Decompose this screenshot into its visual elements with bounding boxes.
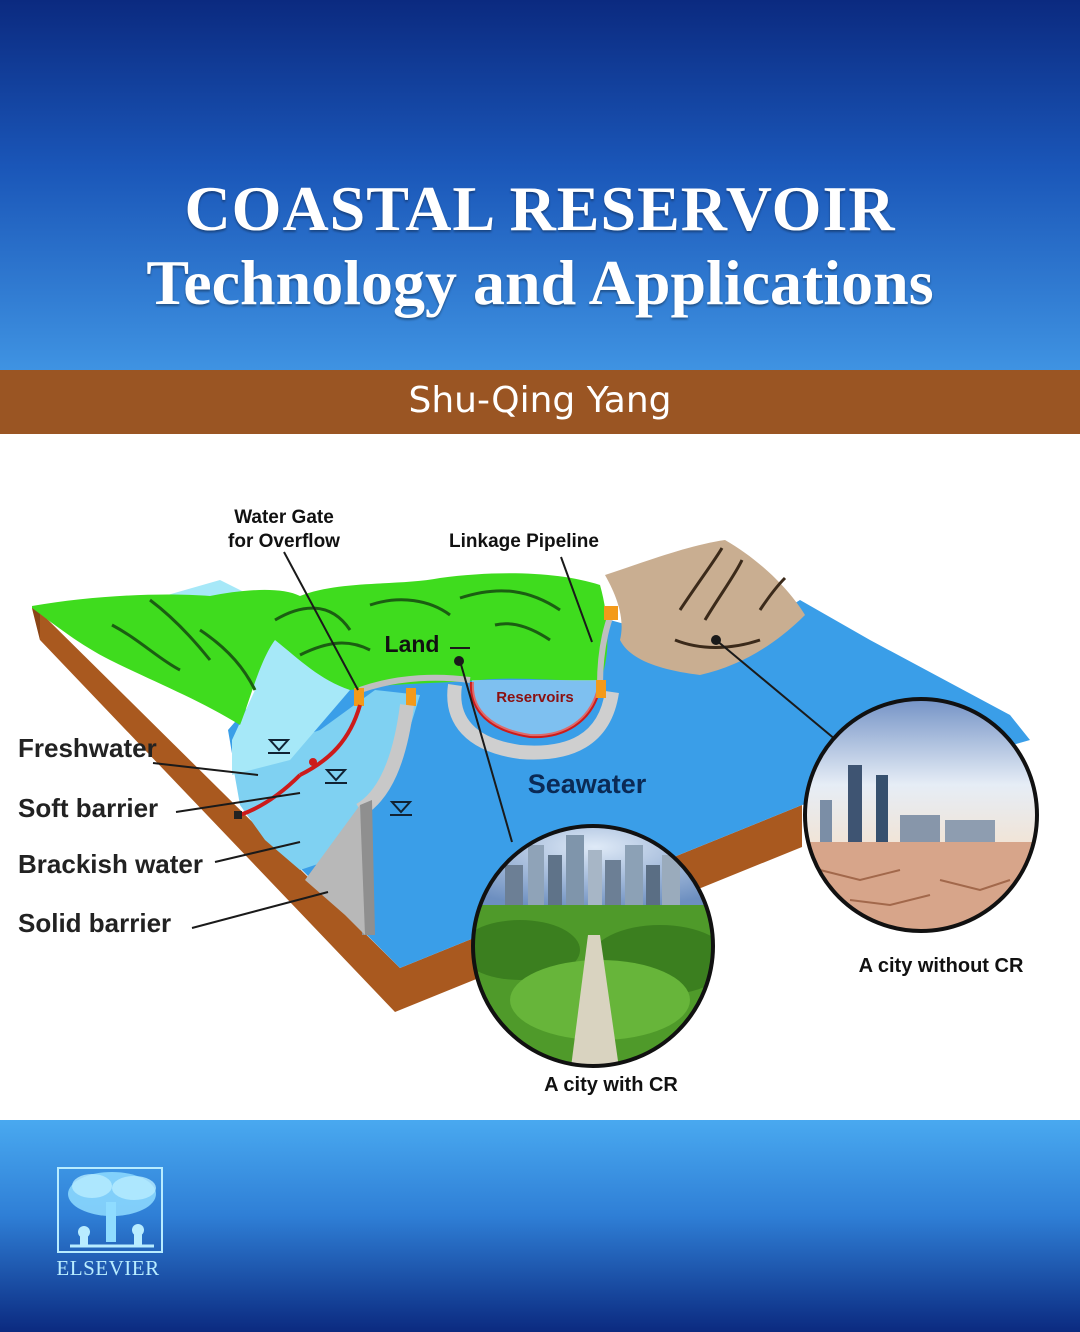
- label-soft-barrier: Soft barrier: [18, 793, 158, 823]
- book-title: COASTAL RESERVOIR: [184, 173, 896, 244]
- publisher-name: ELSEVIER: [56, 1256, 160, 1280]
- author-band: [0, 370, 1080, 434]
- seawater-area: [228, 600, 1030, 968]
- land-area: [32, 573, 608, 725]
- mountain: [605, 540, 805, 675]
- reservoir-basin: [447, 680, 619, 760]
- book-subtitle: Technology and Applications: [146, 247, 934, 318]
- water-level-icons: [267, 739, 413, 816]
- label-solid-barrier: Solid barrier: [18, 908, 171, 938]
- coastal-reservoir-illustration: Water Gate for Overflow Linkage Pipeline…: [18, 507, 1039, 1096]
- label-linkage-pipeline: Linkage Pipeline: [449, 531, 599, 552]
- label-city-without-cr: A city without CR: [859, 955, 1024, 977]
- label-water-gate-line2: for Overflow: [228, 531, 340, 552]
- brackish-water-zone: [232, 690, 420, 870]
- publisher-band: [0, 1120, 1080, 1332]
- label-reservoirs: Reservoirs: [496, 689, 574, 706]
- label-freshwater: Freshwater: [18, 733, 157, 763]
- label-city-with-cr: A city with CR: [544, 1074, 678, 1096]
- leader-lines: [152, 551, 837, 929]
- label-land: Land: [385, 631, 440, 657]
- elsevier-tree-logo: [57, 1167, 163, 1253]
- gates: [354, 606, 618, 706]
- barriers: [234, 704, 414, 935]
- label-seawater: Seawater: [528, 769, 647, 799]
- label-water-gate-line1: Water Gate: [234, 507, 334, 528]
- author-name: Shu-Qing Yang: [408, 380, 672, 421]
- title-band: [0, 0, 1080, 370]
- label-brackish-water: Brackish water: [18, 849, 203, 879]
